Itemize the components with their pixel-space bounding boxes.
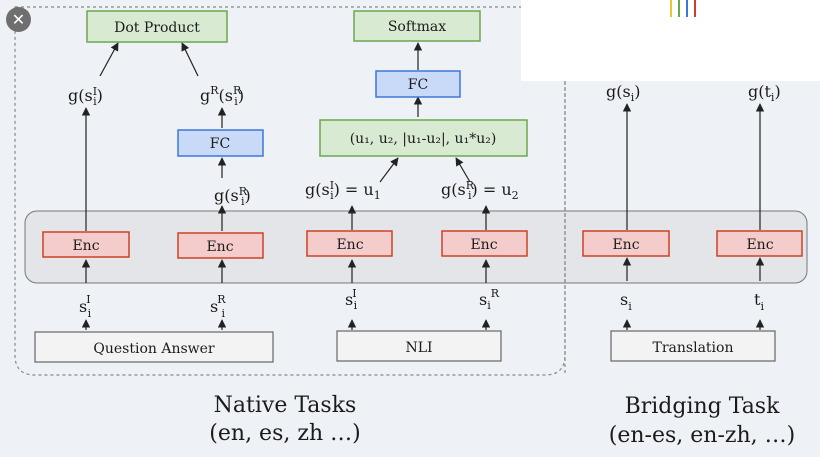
enc-box-qa-input xyxy=(42,231,130,258)
decorative-stripe xyxy=(686,0,688,17)
feature-combination-label: (u₁, u₂, |u₁-u₂|, u₁*u₂) xyxy=(350,131,497,147)
question-answer-label: Question Answer xyxy=(93,341,215,357)
nli-task-box xyxy=(336,330,502,362)
enc-label: Enc xyxy=(206,239,233,255)
nli-fc-box xyxy=(375,70,461,98)
decorative-stripes xyxy=(670,0,702,17)
enc-box-nli-premise xyxy=(306,230,393,257)
dot-product-box xyxy=(86,10,228,43)
shared-encoder-band xyxy=(24,210,808,284)
native-tasks-title: Native Tasks xyxy=(214,393,357,418)
softmax-box xyxy=(353,10,481,42)
question-answer-task-box xyxy=(34,331,274,363)
enc-box-translation-target xyxy=(716,230,803,257)
bridging-task-languages: (en-es, en-zh, …) xyxy=(609,423,795,448)
encoders: Enc Enc Enc Enc Enc Enc xyxy=(42,230,803,259)
translation-target-sentence-label: ti xyxy=(754,290,764,313)
enc-label: Enc xyxy=(470,237,497,253)
nli-label: NLI xyxy=(405,340,432,356)
native-tasks-languages: (en, es, zh …) xyxy=(209,421,360,446)
qa-fc-label: FC xyxy=(210,136,230,152)
arrows xyxy=(81,42,765,330)
enc-box-nli-hypothesis xyxy=(441,230,528,257)
feature-combination-box xyxy=(319,119,528,157)
decorative-stripe xyxy=(670,0,672,17)
enc-label: Enc xyxy=(336,237,363,253)
enc-label: Enc xyxy=(746,237,773,253)
translation-target-embedding-label: g(ti) xyxy=(748,82,781,104)
translation-label: Translation xyxy=(653,340,734,356)
translation-source-embedding-label: g(si) xyxy=(606,82,640,104)
qa-fc-box xyxy=(177,129,264,157)
dot-product-label: Dot Product xyxy=(114,20,200,36)
close-icon[interactable]: ✕ xyxy=(6,7,31,32)
decorative-stripe xyxy=(678,0,680,17)
softmax-label: Softmax xyxy=(388,19,446,35)
enc-label: Enc xyxy=(72,238,99,254)
enc-box-qa-response xyxy=(177,232,264,259)
nli-fc-label: FC xyxy=(408,77,428,93)
bridging-task-title: Bridging Task xyxy=(625,394,781,419)
nli-hypothesis-sentence-label: siR xyxy=(479,287,500,312)
translation-source-sentence-label: si xyxy=(620,290,632,313)
translation-task-box xyxy=(610,330,776,362)
decorative-stripe xyxy=(694,0,696,17)
enc-box-translation-source xyxy=(582,230,670,257)
enc-label: Enc xyxy=(612,237,639,253)
